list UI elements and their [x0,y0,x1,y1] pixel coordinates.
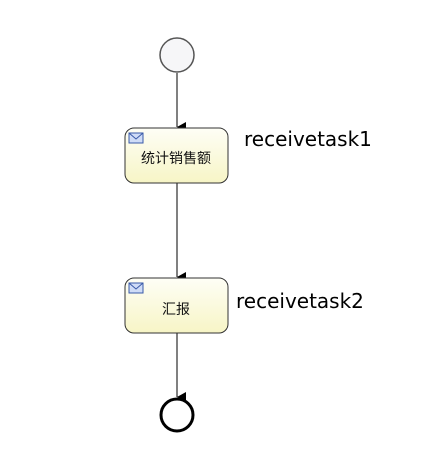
task-label: 汇报 [162,302,190,318]
start-event[interactable] [159,37,195,73]
receive-task-2[interactable]: 汇报 [124,277,229,334]
receive-task-1[interactable]: 统计销售额 [124,127,229,184]
envelope-icon [128,282,144,294]
task-external-label: receivetask2 [236,289,364,313]
task-box [124,277,229,334]
task-box [124,127,229,184]
end-event[interactable] [159,397,195,433]
task-label: 统计销售额 [141,151,211,167]
task-external-label: receivetask1 [244,127,372,151]
envelope-icon [128,132,144,144]
